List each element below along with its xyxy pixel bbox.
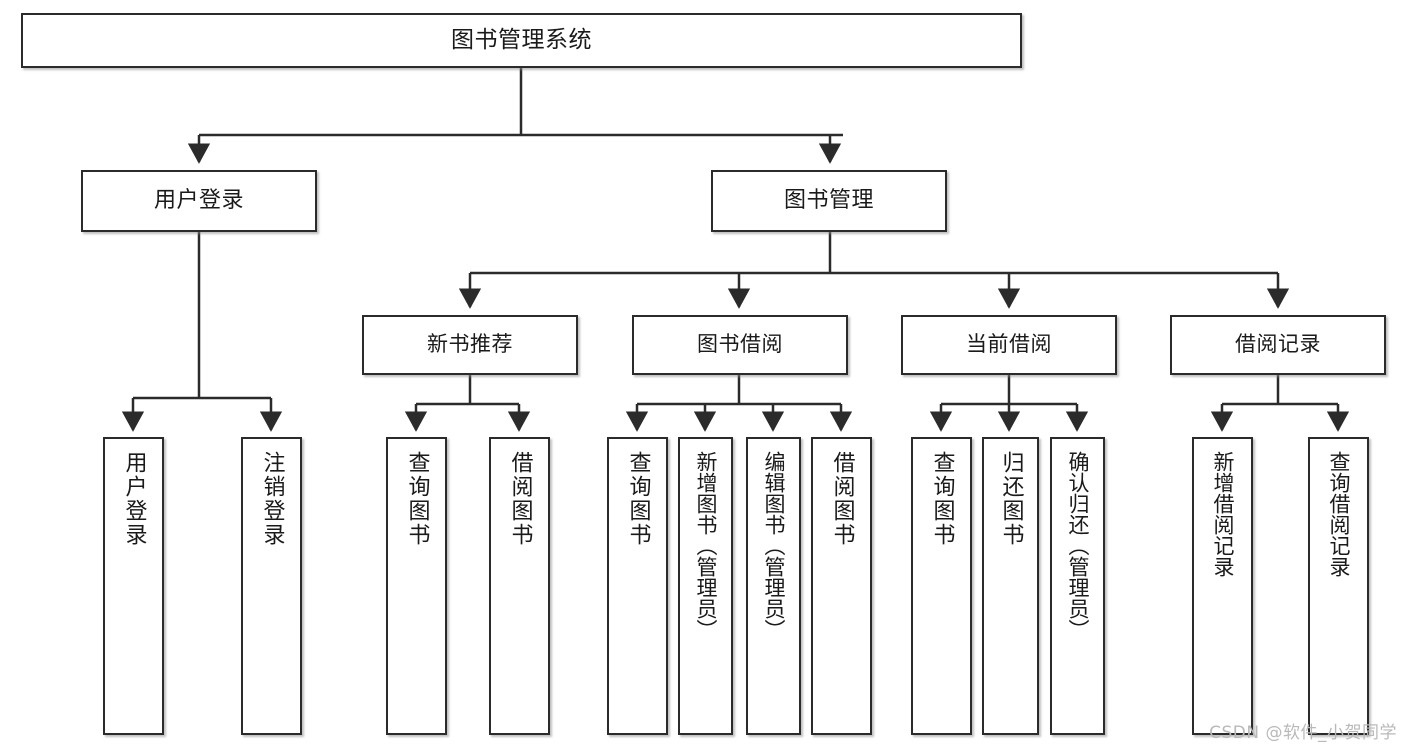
- node-root[interactable]: 图书管理系统: [21, 13, 1022, 68]
- node-label: 用户登录: [121, 451, 147, 547]
- node-new-book-rec[interactable]: 新书推荐: [362, 315, 578, 375]
- node-leaf-user-logout[interactable]: 注销登录: [241, 437, 302, 735]
- node-leaf-add-record[interactable]: 新增借阅记录: [1192, 437, 1253, 735]
- node-label: 借阅图书: [507, 451, 533, 547]
- node-label: 图书管理: [783, 187, 874, 213]
- node-leaf-query-book-2[interactable]: 查询图书: [607, 437, 668, 735]
- watermark: CSDN @软件_小贺同学: [1209, 723, 1397, 743]
- node-label: 借阅记录: [1235, 332, 1321, 357]
- node-label: 确认归还（管理员）: [1066, 451, 1090, 640]
- node-leaf-user-login[interactable]: 用户登录: [103, 437, 164, 735]
- node-leaf-borrow-book-2[interactable]: 借阅图书: [811, 437, 872, 735]
- node-user-login[interactable]: 用户登录: [81, 170, 317, 232]
- node-label: 编辑图书（管理员）: [762, 451, 786, 640]
- node-label: 查询图书: [929, 451, 955, 547]
- node-label: 图书管理系统: [451, 26, 592, 53]
- node-label: 新书推荐: [427, 332, 513, 357]
- node-book-borrow[interactable]: 图书借阅: [632, 315, 848, 375]
- node-label: 注销登录: [259, 451, 285, 547]
- node-current-borrow[interactable]: 当前借阅: [901, 315, 1117, 375]
- node-label: 当前借阅: [966, 332, 1052, 357]
- node-leaf-query-record[interactable]: 查询借阅记录: [1308, 437, 1369, 735]
- node-leaf-query-book-3[interactable]: 查询图书: [911, 437, 972, 735]
- node-label: 查询借阅记录: [1327, 451, 1351, 577]
- node-leaf-return-book[interactable]: 归还图书: [982, 437, 1039, 735]
- node-leaf-confirm-return[interactable]: 确认归还（管理员）: [1050, 437, 1105, 735]
- node-borrow-record[interactable]: 借阅记录: [1170, 315, 1386, 375]
- node-label: 新增借阅记录: [1211, 451, 1235, 577]
- node-label: 借阅图书: [829, 451, 855, 547]
- node-leaf-edit-book[interactable]: 编辑图书（管理员）: [746, 437, 801, 735]
- node-label: 用户登录: [153, 187, 244, 213]
- node-leaf-add-book[interactable]: 新增图书（管理员）: [678, 437, 733, 735]
- node-label: 查询图书: [625, 451, 651, 547]
- node-book-manage[interactable]: 图书管理: [711, 170, 947, 232]
- node-leaf-borrow-book-1[interactable]: 借阅图书: [489, 437, 550, 735]
- node-leaf-query-book-1[interactable]: 查询图书: [386, 437, 447, 735]
- node-label: 归还图书: [998, 451, 1024, 547]
- node-label: 图书借阅: [697, 332, 783, 357]
- node-label: 新增图书（管理员）: [694, 451, 718, 640]
- node-label: 查询图书: [404, 451, 430, 547]
